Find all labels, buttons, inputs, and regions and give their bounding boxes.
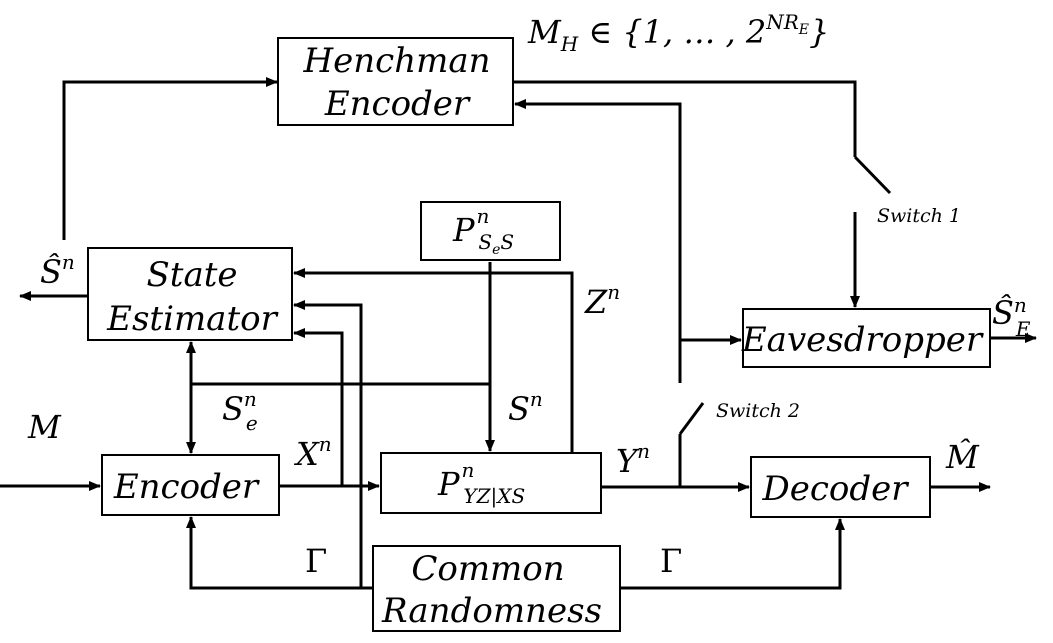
switch1-blade xyxy=(853,155,892,195)
decoder-label: Decoder xyxy=(761,469,909,509)
henchman-encoder-box: Henchman Encoder xyxy=(277,37,514,126)
state-estimator-box: State Estimator xyxy=(87,247,293,341)
gamma-right-label: Γ xyxy=(660,542,682,580)
henchman-label-line2: Encoder xyxy=(324,84,471,124)
y-to-henchman-line xyxy=(514,99,682,383)
zn-label: Zn xyxy=(584,280,620,321)
s-hat-label: Ŝn xyxy=(40,250,75,291)
encoder-box: Encoder xyxy=(101,454,280,516)
gamma-to-encoder-line xyxy=(186,516,373,590)
xn-label: Xn xyxy=(293,432,332,473)
common-randomness-box: Common Randomness xyxy=(372,545,621,632)
z-to-state-estimator-line xyxy=(293,268,574,452)
gamma-to-state-estimator-line xyxy=(293,300,363,588)
sn-label: Sn xyxy=(508,387,543,428)
m-hat-label: M̂ xyxy=(945,438,980,476)
eavesdropper-label: Eavesdropper xyxy=(741,320,984,360)
switch2-label: Switch 2 xyxy=(716,400,800,422)
switch2-blade xyxy=(678,402,705,435)
connections xyxy=(0,77,1037,590)
gamma-to-decoder-line xyxy=(620,518,845,590)
henchman-label-line1: Henchman xyxy=(302,41,490,81)
henchman-output-line xyxy=(513,80,857,157)
x-to-state-estimator-line xyxy=(293,328,344,486)
eavesdropper-box: Eavesdropper xyxy=(741,308,991,368)
common-randomness-label-line1: Common xyxy=(411,549,564,589)
mh-set-label: MH ∈ {1, … , 2NRE} xyxy=(527,10,829,56)
switch1-label: Switch 1 xyxy=(877,205,961,227)
s-hat-to-henchman-line xyxy=(62,77,278,240)
yn-label: Yn xyxy=(616,439,650,480)
decoder-box: Decoder xyxy=(750,456,931,518)
m-label: M xyxy=(27,408,62,446)
common-randomness-label-line2: Randomness xyxy=(381,591,602,631)
gamma-left-label: Γ xyxy=(305,542,327,580)
encoder-label: Encoder xyxy=(113,467,260,507)
state-estimator-label-line2: Estimator xyxy=(106,299,278,339)
state-estimator-label-line1: State xyxy=(146,255,237,295)
